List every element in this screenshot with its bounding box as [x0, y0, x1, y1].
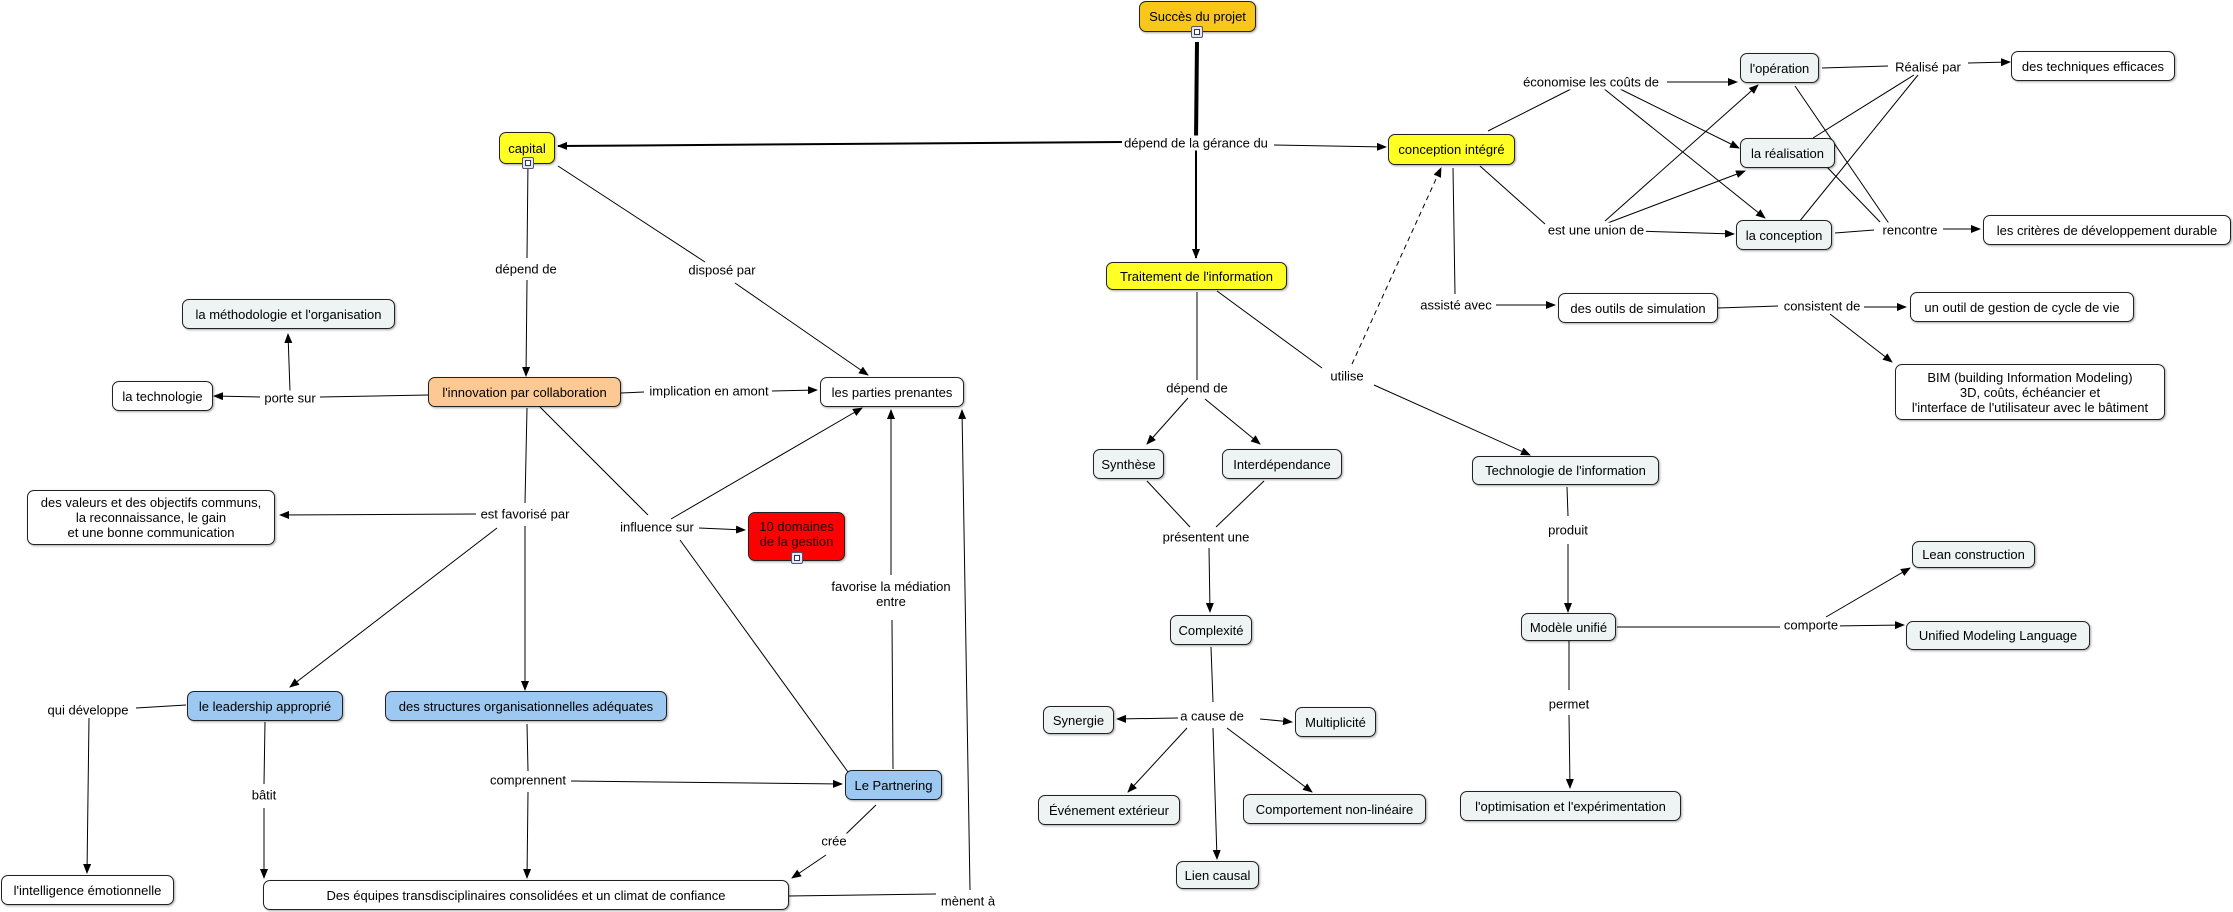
link-a-cause-de: a cause de — [1178, 708, 1246, 724]
node-complexite[interactable]: Complexité — [1170, 615, 1252, 645]
link-presentent-une: présentent une — [1160, 529, 1252, 545]
node-innovation-collaboration[interactable]: l'innovation par collaboration — [428, 377, 621, 407]
link-menent-a: mènent à — [938, 893, 998, 909]
link-dispose-par: disposé par — [686, 262, 758, 278]
node-comportement-non-lineaire[interactable]: Comportement non-linéaire — [1243, 794, 1426, 824]
node-intelligence-emotionnelle[interactable]: l'intelligence émotionnelle — [1, 875, 174, 905]
node-la-conception[interactable]: la conception — [1736, 220, 1832, 250]
node-outils-simulation[interactable]: des outils de simulation — [1558, 293, 1718, 323]
resource-icon[interactable] — [1191, 26, 1203, 38]
node-synthese[interactable]: Synthèse — [1093, 449, 1164, 479]
link-comporte: comporte — [1781, 617, 1841, 633]
link-qui-developpe: qui développe — [45, 702, 131, 718]
node-operation[interactable]: l'opération — [1740, 53, 1819, 83]
link-union-de: est une union de — [1545, 222, 1647, 238]
link-assiste-avec: assisté avec — [1418, 297, 1494, 313]
node-traitement-information[interactable]: Traitement de l'information — [1106, 262, 1287, 290]
node-conception-integre[interactable]: conception intégré — [1388, 134, 1515, 165]
link-rencontre: rencontre — [1880, 222, 1940, 238]
image-icon[interactable] — [791, 552, 803, 564]
node-technologie-information[interactable]: Technologie de l'information — [1472, 456, 1659, 485]
link-depend-gerance: dépend de la gérance du — [1122, 135, 1270, 151]
link-batit: bâtit — [249, 787, 279, 803]
node-technologie[interactable]: la technologie — [112, 381, 213, 411]
resource-icon[interactable] — [522, 157, 534, 169]
node-leadership[interactable]: le leadership approprié — [187, 691, 343, 721]
node-techniques-efficaces[interactable]: des techniques efficaces — [2011, 51, 2175, 81]
node-structures[interactable]: des structures organisationnelles adéqua… — [385, 691, 667, 721]
node-realisation[interactable]: la réalisation — [1740, 138, 1835, 168]
link-economise-couts: économise les coûts de — [1521, 74, 1661, 90]
node-bim[interactable]: BIM (building Information Modeling) 3D, … — [1895, 364, 2165, 420]
node-interdependance[interactable]: Interdépendance — [1222, 449, 1342, 479]
node-equipes[interactable]: Des équipes transdisciplinaires consolid… — [263, 880, 789, 910]
link-depend-de-traitement: dépend de — [1164, 380, 1230, 396]
node-gestion-cycle-vie[interactable]: un outil de gestion de cycle de vie — [1910, 292, 2134, 322]
link-consistent-de: consistent de — [1781, 298, 1863, 314]
node-criteres-durable[interactable]: les critères de développement durable — [1983, 215, 2231, 245]
node-uml[interactable]: Unified Modeling Language — [1906, 621, 2090, 650]
link-produit: produit — [1546, 522, 1590, 538]
node-capital[interactable]: capital — [499, 132, 555, 164]
node-partnering[interactable]: Le Partnering — [845, 770, 942, 800]
node-modele-unifie[interactable]: Modèle unifié — [1521, 613, 1616, 641]
node-parties-prenantes[interactable]: les parties prenantes — [820, 377, 964, 407]
node-valeurs-objectifs[interactable]: des valeurs et des objectifs communs, la… — [27, 490, 275, 545]
link-depend-de: dépend de — [493, 261, 559, 277]
node-methodologie[interactable]: la méthodologie et l'organisation — [182, 299, 395, 329]
link-realise-par: Réalisé par — [1893, 59, 1963, 75]
link-favorise-mediation: favorise la médiation entre — [829, 579, 953, 609]
link-est-favorise-par: est favorisé par — [478, 506, 572, 522]
node-optimisation[interactable]: l'optimisation et l'expérimentation — [1460, 791, 1681, 821]
link-porte-sur: porte sur — [262, 390, 318, 406]
node-synergie[interactable]: Synergie — [1043, 706, 1114, 734]
link-utilise: utilise — [1328, 368, 1366, 384]
link-permet: permet — [1546, 696, 1592, 712]
node-lean-construction[interactable]: Lean construction — [1912, 541, 2035, 568]
link-implication-amont: implication en amont — [647, 383, 771, 399]
node-evenement-exterieur[interactable]: Événement extérieur — [1038, 795, 1180, 825]
node-multiplicite[interactable]: Multiplicité — [1295, 707, 1376, 737]
link-comprennent: comprennent — [488, 772, 568, 788]
node-lien-causal[interactable]: Lien causal — [1176, 861, 1259, 889]
link-cree: crée — [819, 833, 849, 849]
link-influence-sur: influence sur — [618, 519, 696, 535]
